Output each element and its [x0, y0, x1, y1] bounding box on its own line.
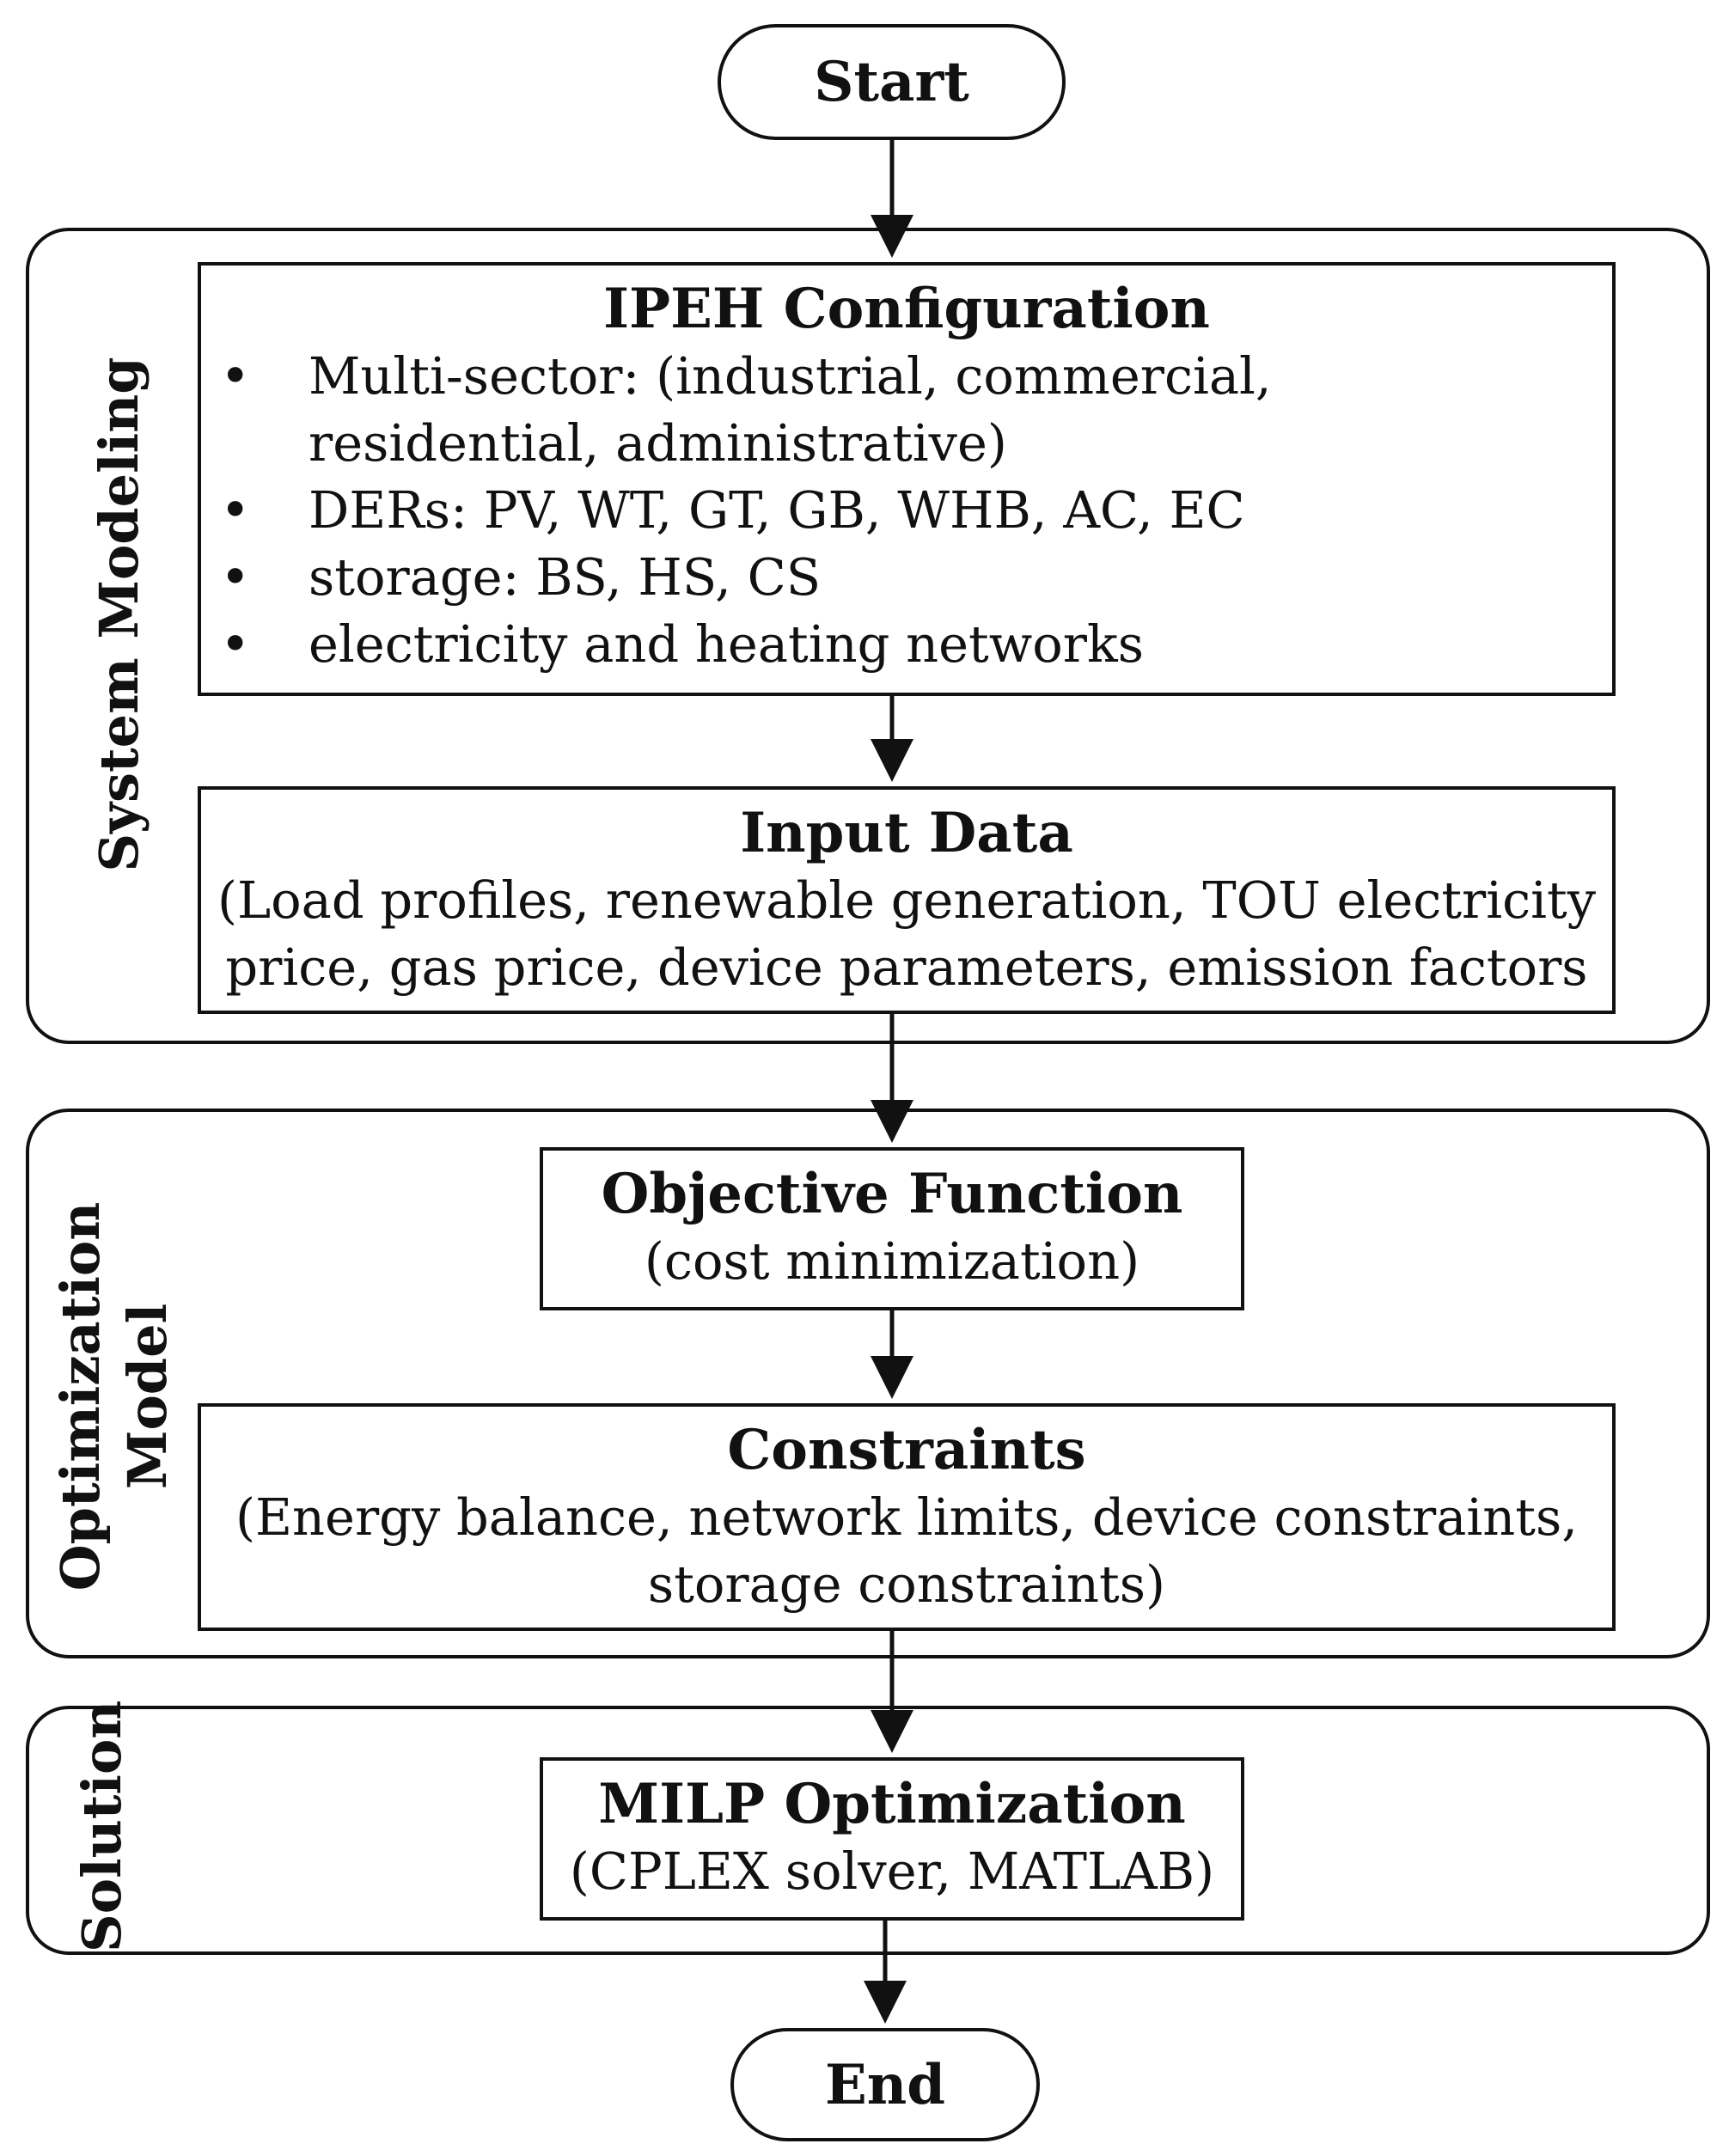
input-data-line-2: price, gas price, device parameters, emi… — [225, 938, 1588, 997]
milp-title: MILP Optimization — [598, 1772, 1186, 1836]
ipeh-bullet-list: Multi-sector: (industrial, commercial, r… — [201, 343, 1612, 678]
constraints-line-2: storage constraints) — [647, 1554, 1166, 1614]
objective-title: Objective Function — [601, 1162, 1183, 1226]
ipeh-title: IPEH Configuration — [603, 277, 1210, 341]
constraints-title: Constraints — [727, 1418, 1086, 1482]
milp-line-1: (CPLEX solver, MATLAB) — [569, 1841, 1215, 1901]
ipeh-configuration-box: IPEH Configuration Multi-sector: (indust… — [198, 262, 1616, 696]
objective-function-box: Objective Function (cost minimization) — [540, 1147, 1244, 1310]
start-terminal: Start — [718, 24, 1066, 140]
ipeh-bullet-networks: electricity and heating networks — [201, 611, 1561, 678]
start-label: Start — [814, 50, 969, 114]
input-data-line-1: (Load profiles, renewable generation, TO… — [217, 870, 1597, 930]
ipeh-bullet-storage: storage: BS, HS, CS — [201, 544, 1561, 611]
end-terminal: End — [730, 2028, 1040, 2141]
ipeh-bullet-multi-sector: Multi-sector: (industrial, commercial, r… — [201, 343, 1561, 477]
ipeh-bullet-ders: DERs: PV, WT, GT, GB, WHB, AC, EC — [201, 477, 1561, 544]
end-label: End — [824, 2052, 946, 2117]
milp-optimization-box: MILP Optimization (CPLEX solver, MATLAB) — [540, 1757, 1244, 1921]
constraints-box: Constraints (Energy balance, network lim… — [198, 1403, 1616, 1631]
system-modeling-group — [26, 228, 1710, 1044]
solution-group — [26, 1706, 1710, 1955]
objective-line-1: (cost minimization) — [644, 1231, 1140, 1291]
input-data-title: Input Data — [740, 801, 1073, 865]
optimization-model-group — [26, 1109, 1710, 1658]
input-data-box: Input Data (Load profiles, renewable gen… — [198, 786, 1616, 1014]
constraints-line-1: (Energy balance, network limits, device … — [235, 1487, 1579, 1547]
